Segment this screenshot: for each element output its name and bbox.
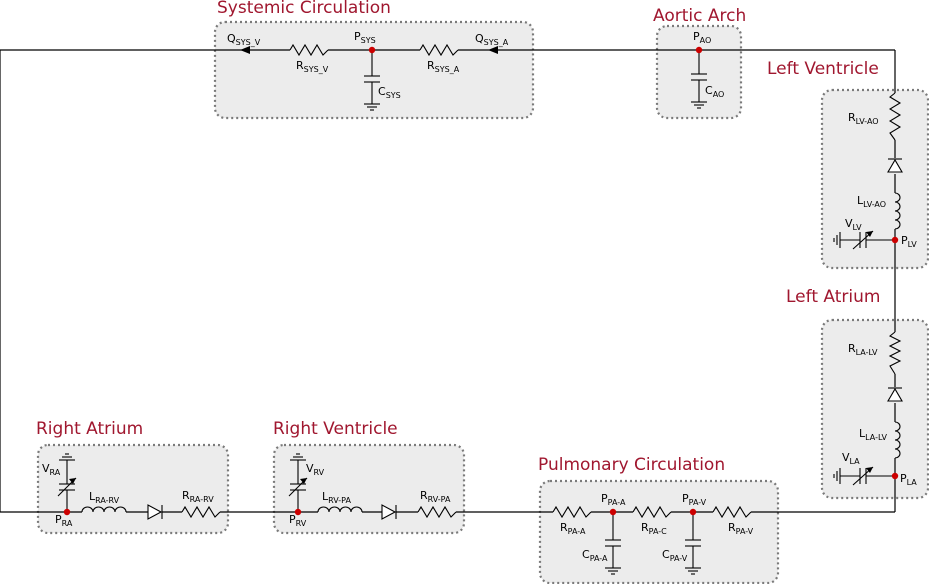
label-p-rv: PRV <box>289 513 307 528</box>
right-ventricle-title: Right Ventricle <box>273 419 398 439</box>
label-r-lv-ao: RLV-AO <box>848 111 879 126</box>
label-r-ra-rv: RRA-RV <box>182 489 214 504</box>
diode-lv-ao <box>887 158 903 173</box>
left-atrium-title: Left Atrium <box>786 287 880 307</box>
systemic-title: Systemic Circulation <box>217 0 391 18</box>
label-r-la-lv: RLA-LV <box>848 342 878 357</box>
label-c-pa-v: CPA-V <box>662 548 688 563</box>
right-atrium-title: Right Atrium <box>36 419 143 439</box>
label-l-la-lv: LLA-LV <box>859 427 888 442</box>
label-r-sys-a: RSYS_A <box>427 59 460 74</box>
resistor-ra-rv <box>181 505 221 519</box>
right-ventricle-box <box>272 443 466 535</box>
label-l-rv-pa: LRV-PA <box>322 490 351 505</box>
label-q-sys-a: QSYS_A <box>475 32 509 47</box>
node-p-pa-v <box>689 508 697 516</box>
label-c-pa-a: CPA-A <box>582 548 608 563</box>
node-p-la <box>891 472 899 480</box>
resistor-lv-ao <box>888 92 902 141</box>
left-ventricle-box <box>820 88 929 270</box>
label-p-la: PLA <box>900 472 917 487</box>
capacitor-pa-v <box>685 512 701 575</box>
node-p-pa-a <box>609 508 617 516</box>
resistor-sys-v <box>289 43 329 57</box>
inductor-ra-rv <box>81 506 127 513</box>
resistor-la-lv <box>888 331 902 375</box>
wires <box>0 49 896 513</box>
label-r-pa-v: RPA-V <box>728 521 754 536</box>
node-p-sys <box>368 46 376 54</box>
flow-arrow-sys-a <box>488 46 498 54</box>
label-l-lv-ao: LLV-AO <box>857 194 886 209</box>
diode-rv-pa <box>381 504 397 520</box>
label-c-sys: CSYS <box>378 85 401 100</box>
node-p-ao <box>695 46 703 54</box>
label-p-ra: PRA <box>55 513 73 528</box>
label-v-la: VLA <box>842 451 860 466</box>
elastance-la <box>833 466 895 486</box>
capacitor-sys <box>364 50 380 111</box>
label-p-lv: PLV <box>901 234 917 249</box>
label-v-rv: VRV <box>306 462 325 477</box>
inductor-rv-pa <box>317 506 363 513</box>
flow-arrow-sys-v <box>240 46 250 54</box>
elastance-ra <box>57 453 77 512</box>
right-atrium-box <box>36 443 230 535</box>
resistor-pa-c <box>632 505 672 519</box>
inductor-la-lv <box>894 421 901 459</box>
capacitor-pa-a <box>605 512 621 575</box>
label-l-ra-rv: LRA-RV <box>89 490 120 505</box>
inductor-lv-ao <box>894 192 901 230</box>
label-r-pa-c: RPA-C <box>641 521 667 536</box>
resistor-pa-v <box>712 505 752 519</box>
node-p-rv <box>294 508 302 516</box>
diode-la-lv <box>887 387 903 402</box>
aortic-title: Aortic Arch <box>653 6 746 26</box>
label-v-ra: VRA <box>42 462 61 477</box>
elastance-lv <box>833 230 895 250</box>
label-r-pa-a: RPA-A <box>560 521 586 536</box>
diode-ra-rv <box>147 504 163 520</box>
resistor-rv-pa <box>417 505 457 519</box>
component-labels: QSYS_V PSYS QSYS_A RSYS_V RSYS_A CSYS PA… <box>42 30 917 563</box>
node-p-ra <box>63 508 71 516</box>
pulmonary-title: Pulmonary Circulation <box>538 455 725 475</box>
label-p-ao: PAO <box>693 30 711 45</box>
capacitor-ao <box>691 50 707 109</box>
label-r-rv-pa: RRV-PA <box>420 489 451 504</box>
label-p-pa-a: PPA-A <box>601 492 626 507</box>
systemic-box <box>213 20 535 120</box>
resistor-sys-a <box>419 43 459 57</box>
label-r-sys-v: RSYS_V <box>296 59 329 74</box>
label-c-ao: CAO <box>705 84 724 99</box>
label-p-pa-v: PPA-V <box>682 492 707 507</box>
node-p-lv <box>891 236 899 244</box>
resistor-pa-a <box>552 505 592 519</box>
label-q-sys-v: QSYS_V <box>227 32 261 47</box>
pulmonary-box <box>538 479 780 584</box>
label-p-sys: PSYS <box>354 30 376 45</box>
left-atrium-box <box>820 318 929 500</box>
left-ventricle-title: Left Ventricle <box>767 59 879 79</box>
label-v-lv: VLV <box>845 217 862 232</box>
elastance-rv <box>288 453 308 512</box>
